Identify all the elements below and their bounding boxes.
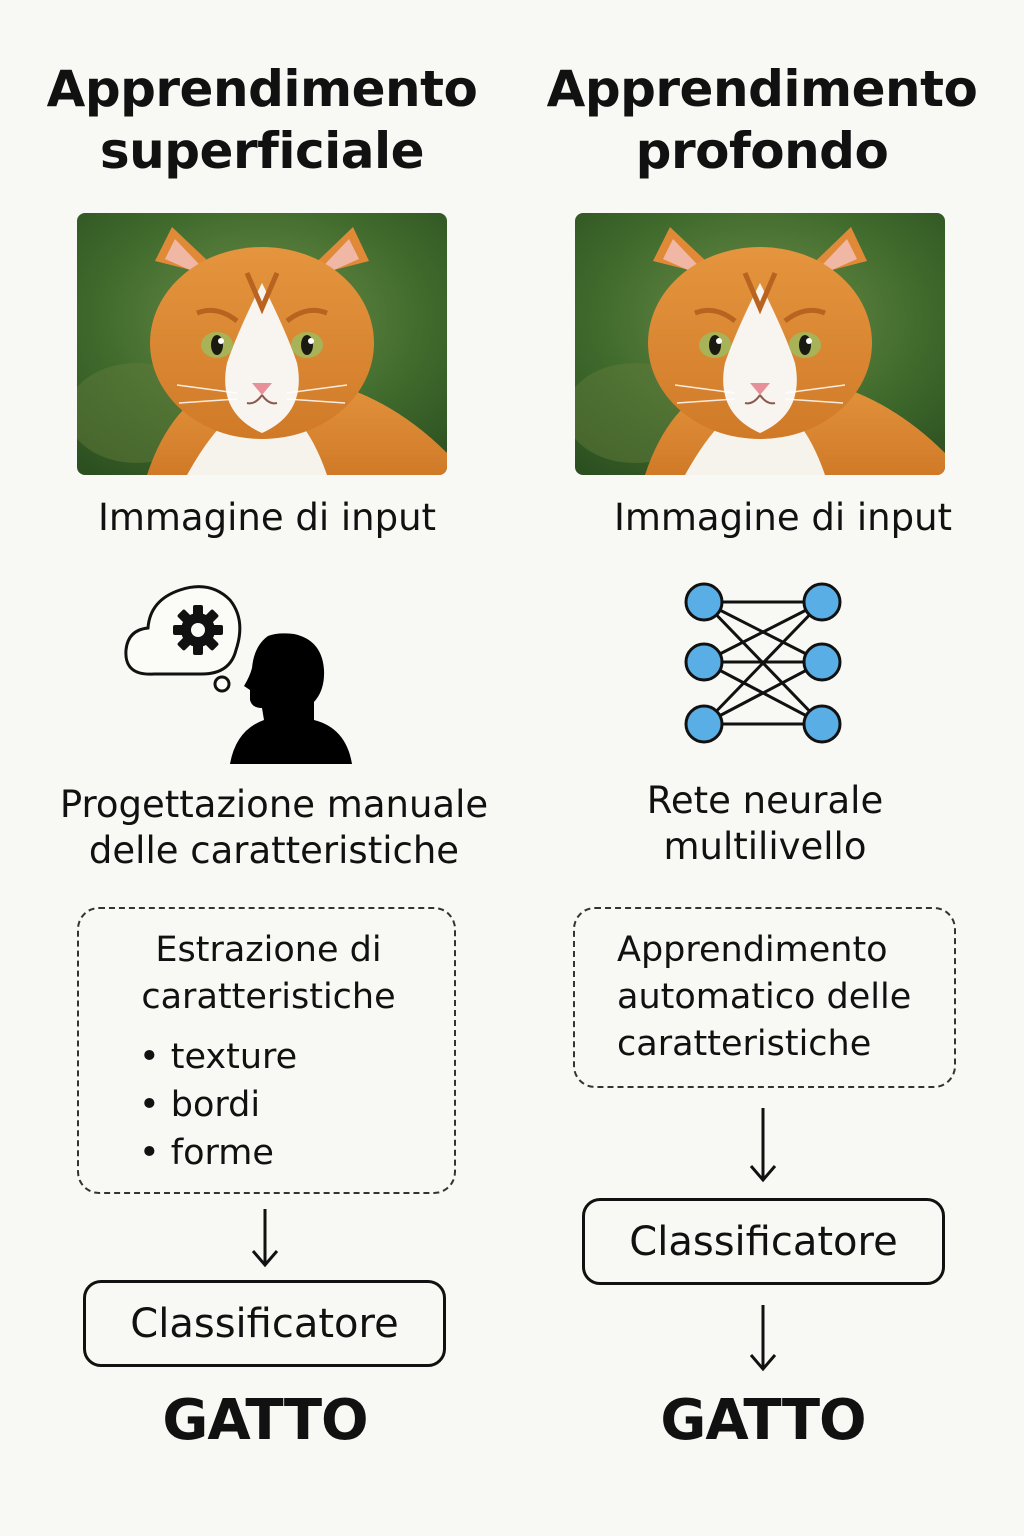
automatic-learning-line1: Apprendimento [617, 930, 888, 970]
feature-item-bordi: bordi [139, 1081, 297, 1129]
right-method-line1: Rete neurale [646, 779, 884, 822]
down-arrow-icon [250, 1207, 280, 1269]
right-method-line2: multilivello [663, 825, 867, 868]
right-image-caption: Immagine di input [613, 496, 953, 539]
automatic-learning-text: Apprendimento automatico delle caratteri… [617, 927, 911, 1068]
feature-extraction-title-line1: Estrazione di [155, 930, 382, 970]
feature-extraction-title-line2: caratteristiche [141, 977, 396, 1017]
cat-photo-icon [77, 213, 447, 475]
left-classifier-box: Classificatore [83, 1280, 446, 1367]
left-method-label: Progettazione manuale delle caratteristi… [42, 782, 506, 874]
left-method-line2: delle caratteristiche [88, 829, 460, 872]
right-title: Apprendimento profondo [532, 58, 992, 182]
down-arrow-icon [748, 1303, 778, 1373]
thinking-person-gear-icon [118, 578, 358, 770]
right-result-label: GATTO [660, 1388, 866, 1453]
right-method-label: Rete neurale multilivello [540, 778, 990, 870]
left-cat-image [77, 213, 447, 475]
cat-photo-icon [575, 213, 945, 475]
automatic-learning-line3: caratteristiche [617, 1024, 872, 1064]
right-title-line2: profondo [635, 122, 889, 180]
automatic-learning-line2: automatico delle [617, 977, 912, 1017]
left-title: Apprendimento superficiale [32, 58, 492, 182]
feature-list: texture bordi forme [139, 1033, 297, 1177]
right-title-line1: Apprendimento [546, 60, 978, 118]
left-result-label: GATTO [162, 1388, 368, 1453]
neural-network-icon [680, 578, 850, 748]
left-method-line1: Progettazione manuale [59, 783, 489, 826]
feature-item-texture: texture [139, 1033, 297, 1081]
right-cat-image [575, 213, 945, 475]
left-title-line2: superficiale [99, 122, 425, 180]
right-classifier-box: Classificatore [582, 1198, 945, 1285]
down-arrow-icon [748, 1106, 778, 1184]
feature-item-forme: forme [139, 1129, 297, 1177]
left-title-line1: Apprendimento [46, 60, 478, 118]
left-image-caption: Immagine di input [97, 496, 437, 539]
feature-extraction-box: Estrazione di caratteristiche texture bo… [77, 907, 456, 1194]
automatic-learning-box: Apprendimento automatico delle caratteri… [573, 907, 956, 1088]
feature-extraction-title: Estrazione di caratteristiche [79, 927, 458, 1021]
